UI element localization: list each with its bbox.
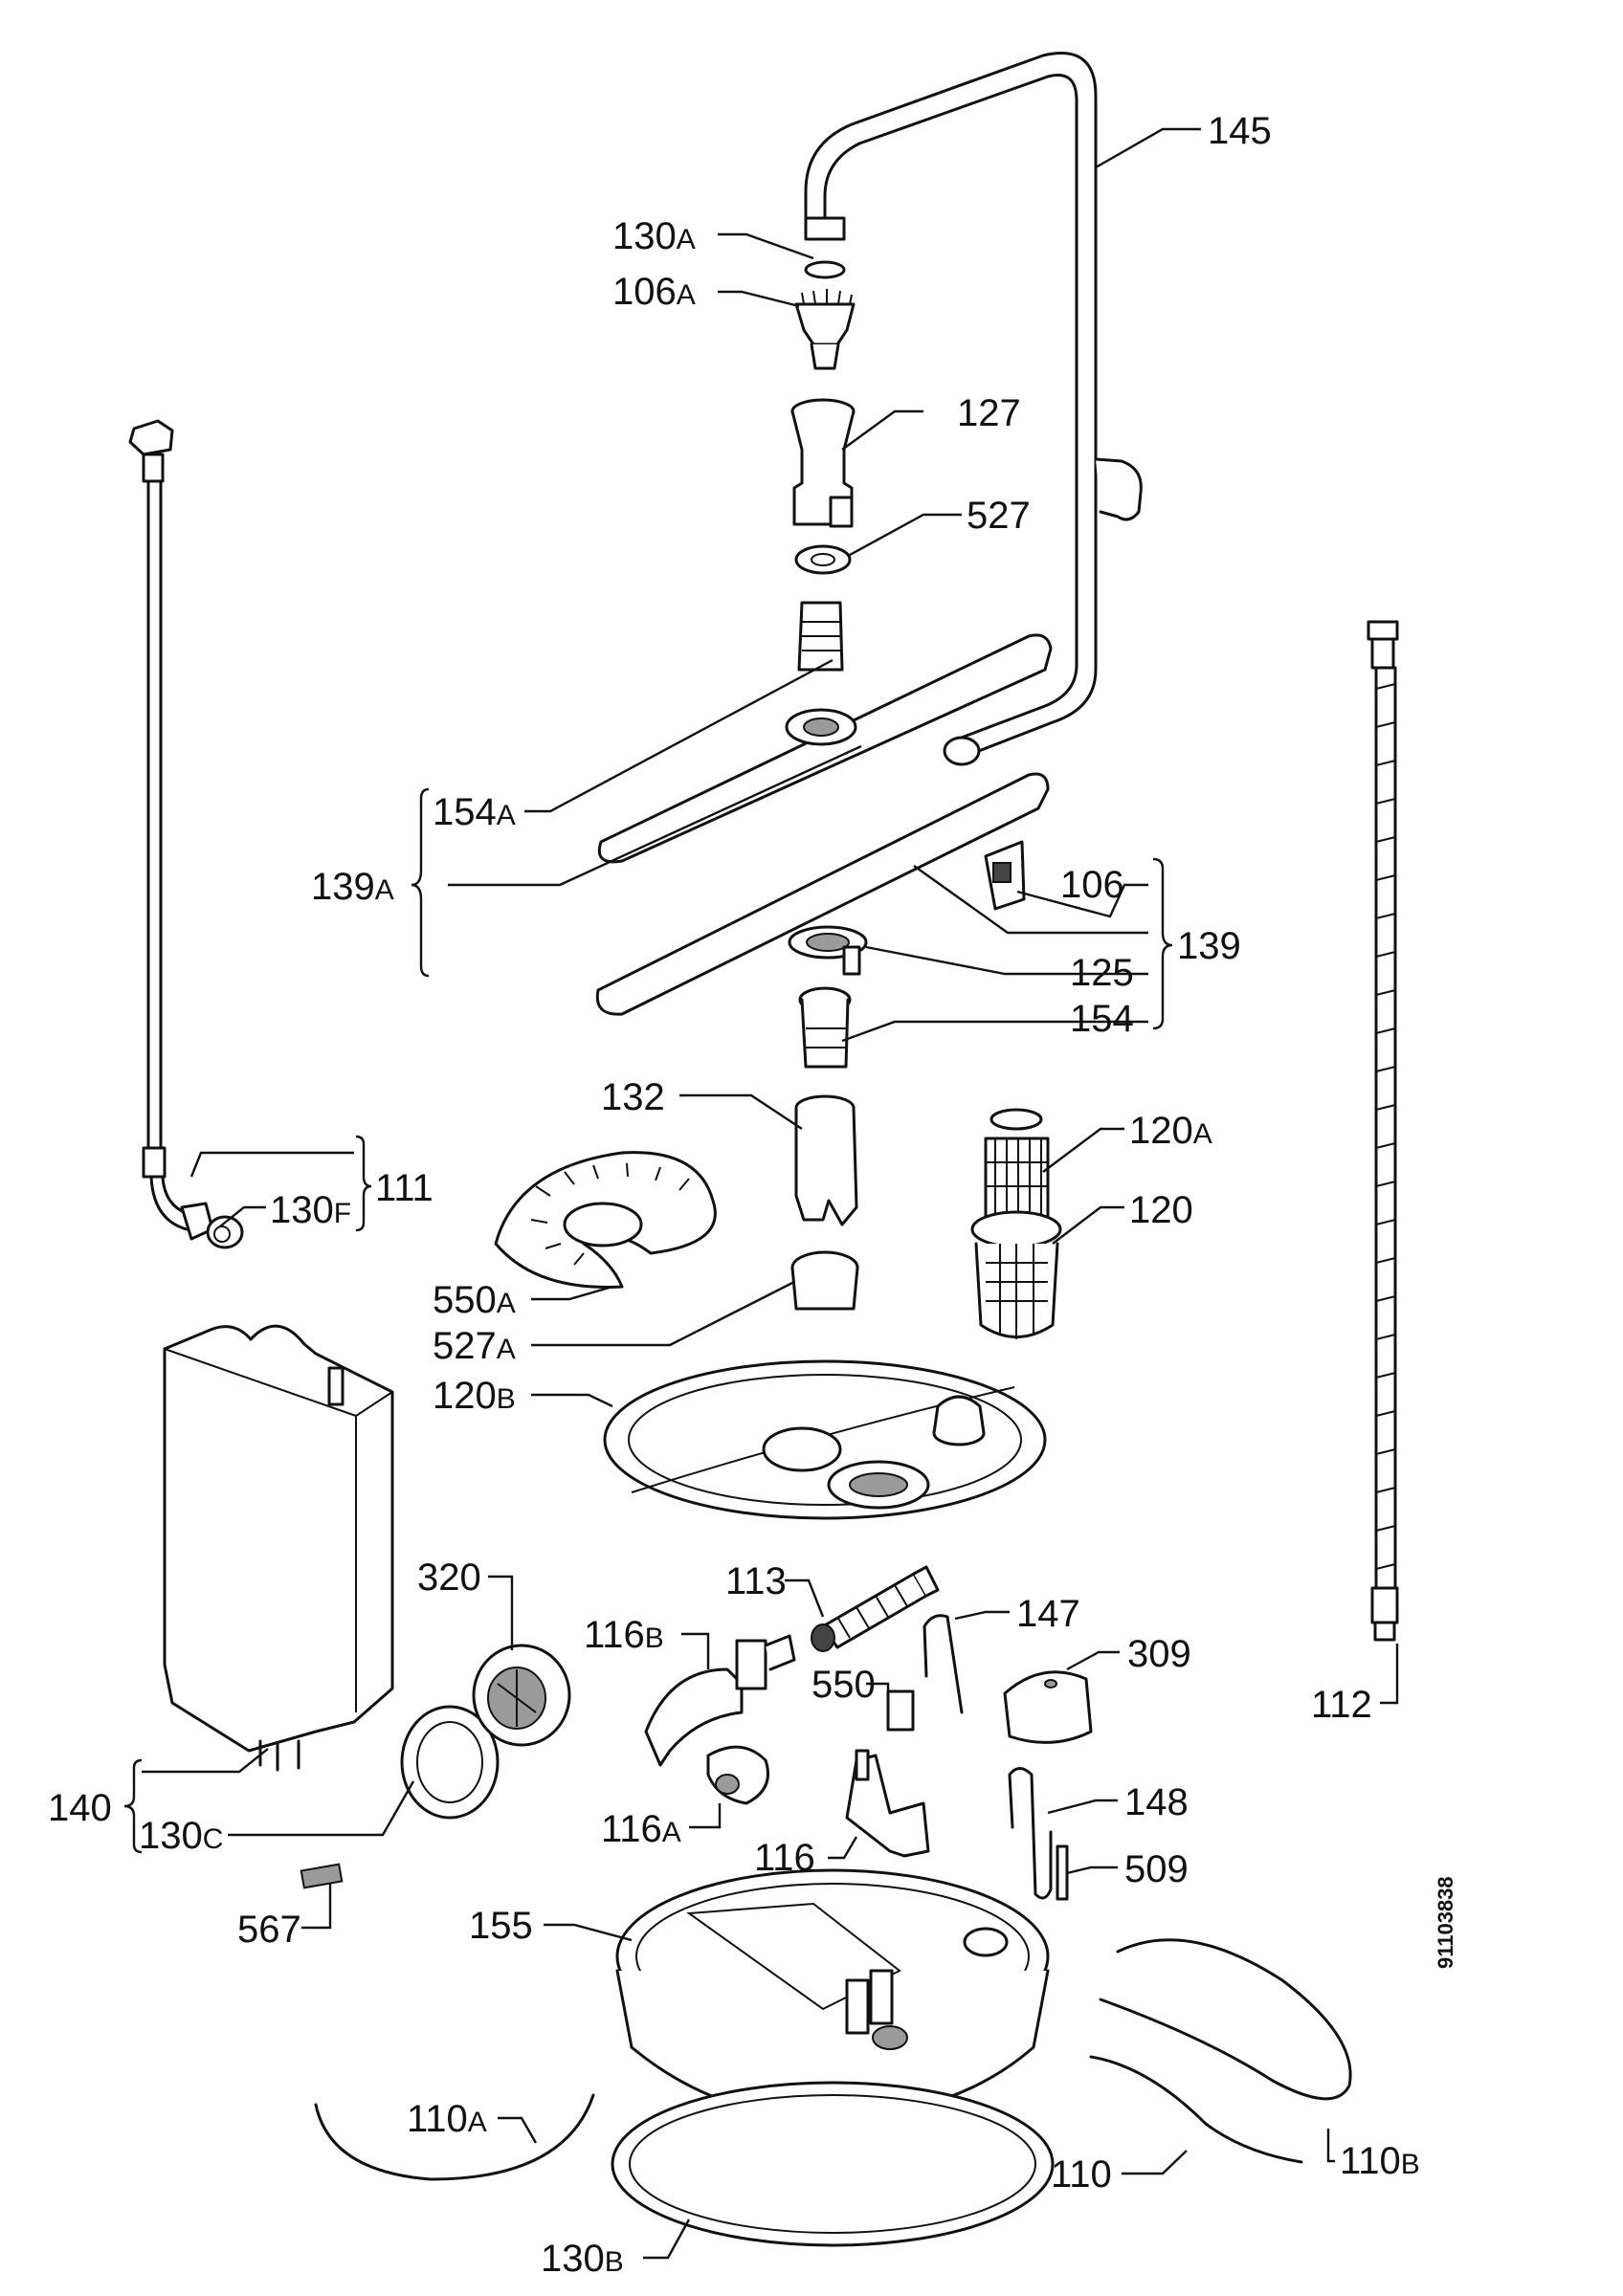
part-127-connector	[790, 398, 856, 528]
label-154: 154	[1070, 998, 1134, 1040]
label-116a: 116A	[601, 1808, 681, 1850]
part-120b-sump-plate	[603, 1359, 1047, 1520]
label-132: 132	[601, 1076, 665, 1118]
part-labels: 145 130A 106A 127 527 154A 139A 106 139 …	[48, 110, 1420, 2280]
label-130c: 130C	[139, 1815, 223, 1857]
label-125: 125	[1070, 952, 1134, 994]
part-110a-hose	[314, 2093, 595, 2181]
label-567: 567	[237, 1909, 301, 1951]
label-130f: 130F	[270, 1189, 351, 1231]
part-309-cap	[1003, 1670, 1093, 1744]
label-550a: 550A	[433, 1279, 516, 1321]
label-139a: 139A	[311, 866, 394, 908]
label-509: 509	[1124, 1848, 1189, 1890]
part-125-bayonet-ring	[788, 925, 868, 976]
part-110-hose	[1089, 2055, 1303, 2164]
label-110a: 110A	[407, 2098, 487, 2140]
label-116b: 116B	[584, 1614, 664, 1656]
part-130f-seal	[206, 1215, 244, 1249]
part-154a-upper-spray-arm	[597, 601, 1053, 864]
part-140-softener-container	[163, 1324, 394, 1772]
part-320-cap	[472, 1644, 571, 1747]
part-113-tube	[811, 1565, 940, 1652]
label-154a: 154A	[433, 791, 516, 833]
part-147-clip	[923, 1614, 964, 1714]
part-116a-valve	[706, 1745, 769, 1805]
label-116: 116	[754, 1837, 815, 1879]
document-number: 91103838	[1434, 1876, 1457, 1969]
label-127: 127	[957, 392, 1021, 434]
label-527: 527	[967, 495, 1031, 537]
label-139: 139	[1177, 925, 1241, 967]
part-132-tube	[794, 1094, 858, 1226]
label-320: 320	[417, 1556, 481, 1599]
part-116-valve-body	[845, 1749, 930, 1858]
label-140: 140	[48, 1787, 112, 1829]
label-106a: 106A	[612, 271, 696, 313]
label-113: 113	[725, 1560, 787, 1602]
label-155: 155	[469, 1905, 533, 1947]
part-120-outer-filter	[970, 1210, 1062, 1339]
part-527-ring	[794, 544, 852, 575]
part-116b-valve	[644, 1634, 796, 1767]
label-110: 110	[1051, 2153, 1112, 2196]
label-147: 147	[1016, 1593, 1080, 1635]
part-139-lower-spray-arm	[595, 772, 1050, 1016]
label-106: 106	[1060, 864, 1124, 906]
part-130c-seal-ring	[400, 1705, 500, 1820]
part-130b-large-seal	[611, 2081, 1055, 2247]
label-145: 145	[1208, 110, 1272, 152]
label-120b: 120B	[433, 1375, 516, 1417]
label-130a: 130A	[612, 215, 696, 257]
part-567-clip	[300, 1863, 344, 1889]
part-130a-o-ring	[804, 260, 846, 279]
part-148-wire	[1008, 1767, 1053, 1900]
label-527a: 527A	[433, 1325, 516, 1367]
label-309: 309	[1127, 1633, 1191, 1675]
label-130b: 130B	[541, 2238, 624, 2280]
part-145-feed-pipe	[804, 52, 1143, 766]
part-550-block	[886, 1689, 915, 1732]
label-111: 111	[375, 1167, 434, 1209]
part-111-hose	[128, 419, 214, 1241]
leader-lines	[123, 127, 1399, 2260]
part-527a-bushing	[790, 1250, 859, 1311]
part-155-sump	[615, 1868, 1050, 2178]
label-120: 120	[1129, 1189, 1193, 1231]
part-110b-hose	[1099, 1938, 1352, 2101]
part-106a-nut	[794, 289, 856, 370]
label-110b: 110B	[1340, 2140, 1420, 2182]
label-148: 148	[1124, 1781, 1189, 1823]
part-509-pin	[1056, 1844, 1069, 1901]
part-154-hub	[798, 986, 852, 1069]
part-120a-inner-filter	[984, 1108, 1050, 1222]
part-550a-strainer-plate	[494, 1151, 717, 1289]
label-112: 112	[1311, 1684, 1372, 1726]
part-112-flex-hose	[1367, 620, 1399, 1642]
label-120a: 120A	[1129, 1110, 1212, 1152]
part-106-clip	[984, 840, 1026, 911]
label-550: 550	[812, 1664, 876, 1706]
